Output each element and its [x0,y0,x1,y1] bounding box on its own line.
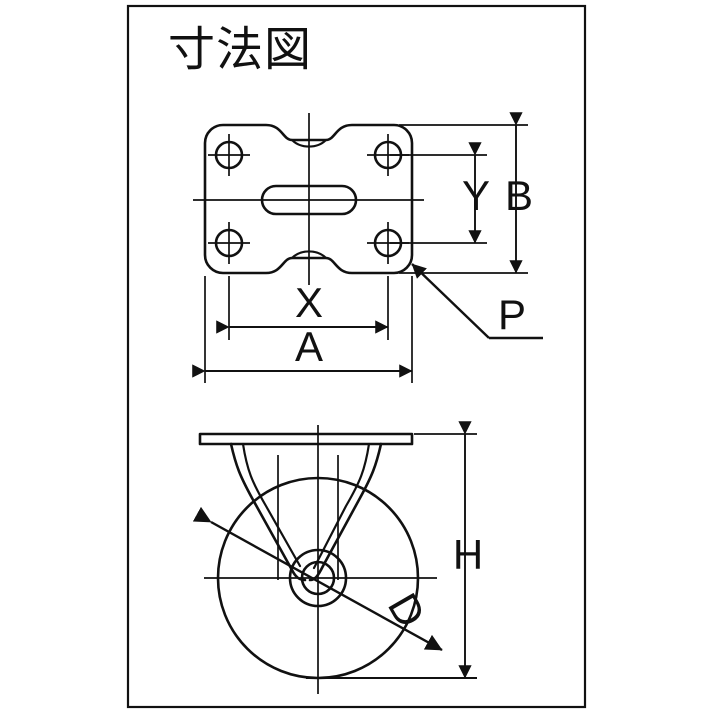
dimension-b-label: B [505,172,533,219]
plate-outline [203,123,414,275]
center-oblong-slot [260,184,358,216]
page-title: 寸法図 [168,23,312,78]
fork-leg-left-inner [241,442,302,568]
bolt-hole-top-left [208,134,250,176]
dimension-y: Y [390,142,490,244]
fork-leg-right-inner [312,442,371,570]
dimension-a-label: A [295,323,323,370]
bolt-hole-bottom-left [208,222,250,264]
dimension-h-label: H [453,531,483,578]
dimension-x-label: X [295,279,323,326]
dimension-p-label: P [498,291,526,338]
dimension-x: X [216,276,389,340]
dimension-h: H [414,421,483,679]
dimension-a: A [192,276,413,383]
dimension-d-line [192,506,443,652]
dimension-p: P [411,263,543,340]
top-plate-view [193,113,424,285]
dimension-p-leader [411,263,490,339]
dimension-y-label: Y [462,172,490,219]
